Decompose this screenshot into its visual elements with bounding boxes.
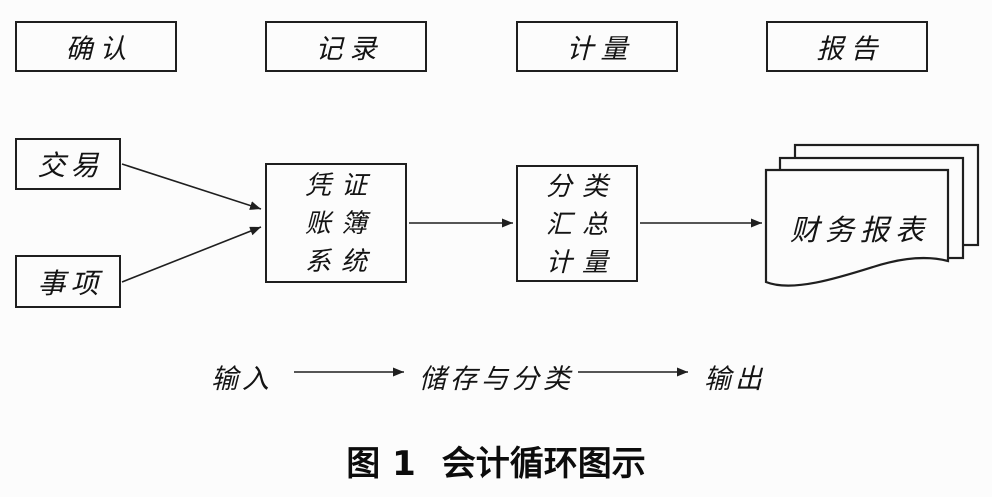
stage-label-recording: 记录 xyxy=(315,34,384,64)
process-line: 分类 xyxy=(545,170,618,201)
stage-box-recording: 记录 xyxy=(265,21,427,72)
process-line: 系统 xyxy=(304,246,377,276)
stage-box-recognition: 确认 xyxy=(15,21,177,72)
source-label-event: 事项 xyxy=(37,267,104,299)
arrow-transaction-to-voucher xyxy=(121,163,262,210)
document-stack-icon xyxy=(764,143,980,287)
stage-label-recognition: 确认 xyxy=(65,34,134,64)
process-box-classify-summarize-measure: 分类 汇总 计量 xyxy=(516,165,638,282)
stage-label-measurement: 计量 xyxy=(566,34,635,64)
document-sheet-front xyxy=(764,168,950,287)
stage-label-reporting: 报告 xyxy=(816,34,885,64)
source-box-event: 事项 xyxy=(15,255,121,308)
process-line: 计量 xyxy=(545,246,618,277)
process-line: 账簿 xyxy=(304,208,377,238)
source-box-transaction: 交易 xyxy=(15,138,121,190)
arrow-event-to-voucher xyxy=(121,226,262,283)
figure-caption: 图 1 会计循环图示 xyxy=(0,436,992,485)
flow-label-storage-classification: 储存与分类 xyxy=(419,364,574,394)
stage-box-reporting: 报告 xyxy=(766,21,928,72)
source-label-transaction: 交易 xyxy=(37,150,104,181)
stage-box-measurement: 计量 xyxy=(516,21,678,72)
flow-label-output: 输出 xyxy=(704,364,766,394)
process-line: 汇总 xyxy=(545,208,618,239)
process-line: 凭证 xyxy=(304,170,377,200)
figure-number: 图 1 xyxy=(346,444,416,484)
flow-label-input: 输入 xyxy=(211,364,273,394)
figure-title: 会计循环图示 xyxy=(441,444,646,484)
financial-statements-label: 财务报表 xyxy=(789,215,930,247)
process-box-voucher-ledger-system: 凭证 账簿 系统 xyxy=(265,163,407,283)
